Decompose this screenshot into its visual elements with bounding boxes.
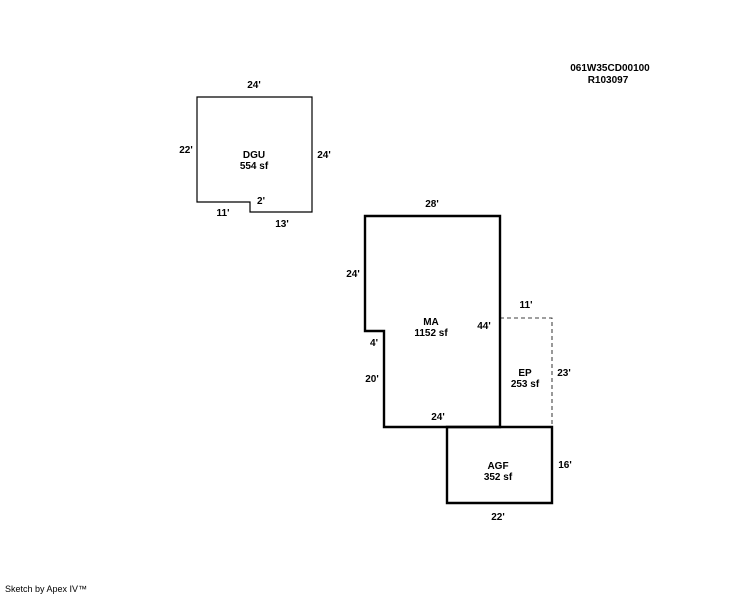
dgu-dim-top: 24' <box>247 80 261 91</box>
ma-label: MA <box>423 317 439 328</box>
ep-area: EP 253 sf 11' 23' <box>500 300 571 427</box>
ep-dim-top: 11' <box>520 300 533 311</box>
dgu-dim-right: 24' <box>317 150 331 161</box>
footer-credit: Sketch by Apex IV™ <box>5 584 87 594</box>
dgu-area: DGU 554 sf 24' 22' 24' 2' 11' 13' <box>179 80 331 230</box>
ma-dim-right: 44' <box>477 321 491 332</box>
record-id: R103097 <box>588 75 629 86</box>
dgu-dim-bottom-right: 13' <box>275 219 289 230</box>
agf-area-label: 352 sf <box>484 472 513 483</box>
agf-area: AGF 352 sf 16' 22' <box>445 425 572 523</box>
ma-outline <box>363 214 502 429</box>
dgu-label: DGU <box>243 150 265 161</box>
ep-outline <box>500 317 553 427</box>
ep-dim-right: 23' <box>557 368 571 379</box>
ep-label: EP <box>518 368 532 379</box>
ma-dim-top: 28' <box>425 199 439 210</box>
dgu-dim-step: 2' <box>257 196 265 207</box>
ma-dim-left-upper: 24' <box>346 269 360 280</box>
dgu-dim-left: 22' <box>179 145 193 156</box>
ma-dim-left-lower: 20' <box>365 374 379 385</box>
agf-outline <box>445 425 554 505</box>
dgu-dim-bottom-left: 11' <box>217 208 230 219</box>
dgu-outline <box>196 96 313 213</box>
ma-dim-notch: 4' <box>370 338 378 349</box>
ma-dim-bottom: 24' <box>431 412 445 423</box>
ep-area-label: 253 sf <box>511 379 540 390</box>
agf-dim-bottom: 22' <box>491 512 505 523</box>
ma-area: MA 1152 sf 28' 24' 4' 20' 44' 24' <box>346 199 502 429</box>
agf-label: AGF <box>487 461 508 472</box>
dgu-area-label: 554 sf <box>240 161 269 172</box>
ma-area-label: 1152 sf <box>414 328 448 339</box>
agf-dim-right: 16' <box>558 460 572 471</box>
parcel-id: 061W35CD00100 <box>570 63 650 74</box>
